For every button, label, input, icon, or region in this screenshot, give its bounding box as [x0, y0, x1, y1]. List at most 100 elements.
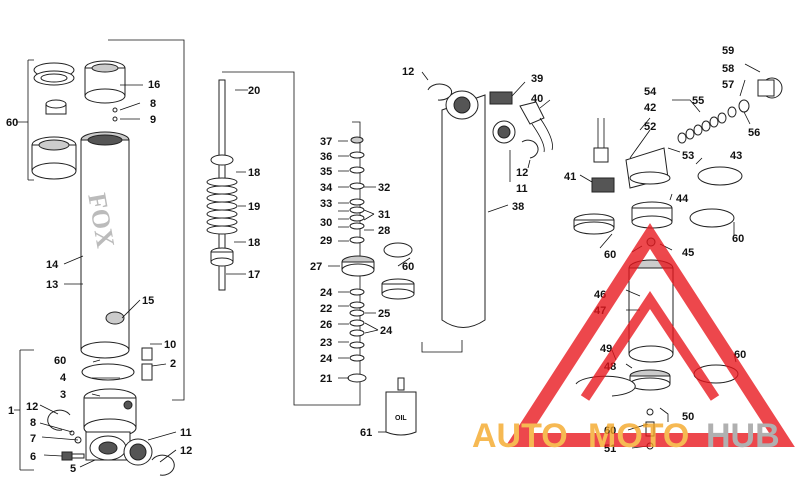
oil-label: OIL	[395, 415, 407, 422]
label-29: 29	[320, 235, 332, 247]
label-58: 58	[722, 63, 734, 75]
label-4: 4	[60, 372, 67, 384]
screw-10	[141, 347, 153, 361]
spring-19	[206, 177, 238, 235]
label-23: 23	[320, 337, 332, 349]
label-42: 42	[644, 102, 656, 114]
seal-ring-left-top	[33, 62, 75, 86]
watermark-moto: MOTO	[588, 417, 689, 455]
label-60-e: 60	[604, 249, 616, 261]
reservoir-body-38	[441, 90, 486, 328]
snap-ring-12-left	[47, 409, 71, 431]
nut-21	[347, 373, 367, 383]
snap-ring-12-right	[521, 139, 539, 159]
label-5: 5	[70, 463, 76, 475]
label-53: 53	[682, 150, 694, 162]
label-61: 61	[360, 427, 372, 439]
label-60: 60	[6, 117, 18, 129]
oil-can-61: OIL	[385, 377, 417, 436]
band-60	[573, 213, 615, 235]
snap-ring-12	[151, 454, 175, 476]
bumper-18	[210, 247, 234, 267]
label-30: 30	[320, 217, 332, 229]
label-7: 7	[30, 433, 36, 445]
o-ring-43	[697, 166, 743, 186]
label-13: 13	[46, 279, 58, 291]
label-28: 28	[378, 225, 390, 237]
watermark-inner-icon	[580, 290, 720, 401]
label-1: 1	[8, 405, 14, 417]
label-32: 32	[378, 182, 390, 194]
label-25: 25	[378, 308, 390, 320]
snap-ring-12-top	[427, 83, 453, 101]
piston-27	[341, 255, 375, 277]
o-ring-60	[81, 363, 135, 381]
base-body-3	[83, 388, 137, 438]
label-22: 22	[320, 303, 332, 315]
top-cap-16	[84, 60, 126, 104]
label-11: 11	[180, 427, 192, 439]
label-60-d: 60	[732, 233, 744, 245]
label-18: 18	[248, 167, 260, 179]
bearing-11-right	[492, 120, 516, 144]
hose-fitting-40	[519, 101, 553, 153]
label-45: 45	[682, 247, 694, 259]
leader-lines	[39, 63, 761, 468]
bolt-6	[61, 451, 85, 461]
label-12: 12	[26, 401, 38, 413]
reservoir-cap-42	[625, 147, 671, 189]
label-24-b: 24	[320, 353, 333, 365]
eyelet-body	[85, 431, 131, 461]
label-54: 54	[644, 86, 657, 98]
shock-body-13: FOX	[80, 131, 130, 359]
label-12-b: 12	[180, 445, 192, 457]
label-39: 39	[531, 73, 543, 85]
label-14: 14	[46, 259, 59, 271]
label-57: 57	[722, 79, 734, 91]
watermark-auto: AUTO	[472, 417, 568, 455]
bushing-small	[45, 99, 67, 115]
valve-2	[141, 363, 153, 381]
label-56: 56	[748, 127, 760, 139]
label-16: 16	[148, 79, 160, 91]
label-35: 35	[320, 166, 332, 178]
label-44: 44	[676, 193, 689, 205]
o-ring-60-piston	[383, 242, 413, 258]
o-ring-60-right	[689, 208, 735, 228]
label-8-b: 8	[30, 417, 36, 429]
label-60-b: 60	[54, 355, 66, 367]
label-59: 59	[722, 45, 734, 57]
label-55: 55	[692, 95, 704, 107]
reservoir-tube-47	[628, 259, 674, 363]
label-36: 36	[320, 151, 332, 163]
label-21: 21	[320, 373, 332, 385]
piston-stack	[349, 136, 365, 244]
label-12-d: 12	[516, 167, 528, 179]
label-24: 24	[320, 287, 333, 299]
label-50: 50	[682, 411, 694, 423]
label-11-b: 11	[516, 183, 528, 195]
label-2: 2	[170, 358, 176, 370]
label-6: 6	[30, 451, 36, 463]
piston-band	[381, 278, 415, 300]
label-37: 37	[320, 136, 332, 148]
hose-41	[591, 118, 615, 193]
label-10: 10	[164, 339, 176, 351]
label-33: 33	[320, 198, 332, 210]
bearing-11-left	[123, 438, 153, 466]
label-18-b: 18	[248, 237, 260, 249]
label-27: 27	[310, 261, 322, 273]
label-19: 19	[248, 201, 260, 213]
watermark: AUTO MOTO HUB	[472, 223, 795, 455]
label-3: 3	[60, 389, 66, 401]
label-49: 49	[600, 343, 612, 355]
label-34: 34	[320, 182, 333, 194]
end-cap-48	[629, 369, 671, 391]
label-12-c: 12	[402, 66, 414, 78]
label-24-c: 24	[380, 325, 393, 337]
lower-shim-stack	[349, 288, 365, 362]
label-31: 31	[378, 209, 390, 221]
label-60-c: 60	[402, 261, 414, 273]
